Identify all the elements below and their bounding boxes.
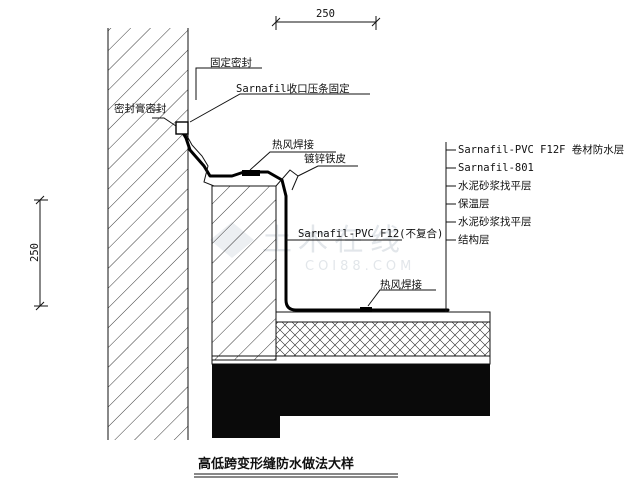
dimension-top: 250 xyxy=(271,8,381,30)
dimension-left: 250 xyxy=(29,195,48,311)
drawing-title: 高低跨变形缝防水做法大样 xyxy=(194,456,398,478)
label-trim-strip: Sarnafil收口压条固定 xyxy=(236,82,350,95)
layer-label: 保温层 xyxy=(458,197,490,210)
label-membrane-f12: Sarnafil-PVC F12(不复合) xyxy=(298,227,443,240)
label-hot-air-weld-bottom: 热风焊接 xyxy=(380,278,422,291)
layer-label: 水泥砂浆找平层 xyxy=(458,179,532,192)
roof-layers xyxy=(211,311,491,438)
label-galvanized-sheet: 镀锌铁皮 xyxy=(304,152,346,165)
label-fixed-seal: 固定密封 xyxy=(210,56,252,69)
title-text: 高低跨变形缝防水做法大样 xyxy=(198,456,354,472)
layer-label: 结构层 xyxy=(458,233,490,246)
layer-label: Sarnafil-801 xyxy=(458,162,534,174)
watermark-url: COI88.COM xyxy=(305,259,415,274)
dimension-left-value: 250 xyxy=(29,243,41,262)
membrane-flashing xyxy=(175,121,450,312)
layer-label: Sarnafil-PVC F12F 卷材防水层 xyxy=(458,143,624,156)
high-wall xyxy=(107,28,189,440)
annotation-labels: 固定密封 密封膏密封 Sarnafil收口压条固定 热风焊接 镀锌铁皮 Sarn… xyxy=(114,56,624,291)
dimension-top-value: 250 xyxy=(316,8,335,20)
label-sealant: 密封膏密封 xyxy=(114,102,167,115)
curb-block xyxy=(211,185,277,361)
layer-label: 水泥砂浆找平层 xyxy=(458,215,532,228)
leader-lines xyxy=(152,67,456,312)
label-hot-air-weld-top: 热风焊接 xyxy=(272,138,314,151)
